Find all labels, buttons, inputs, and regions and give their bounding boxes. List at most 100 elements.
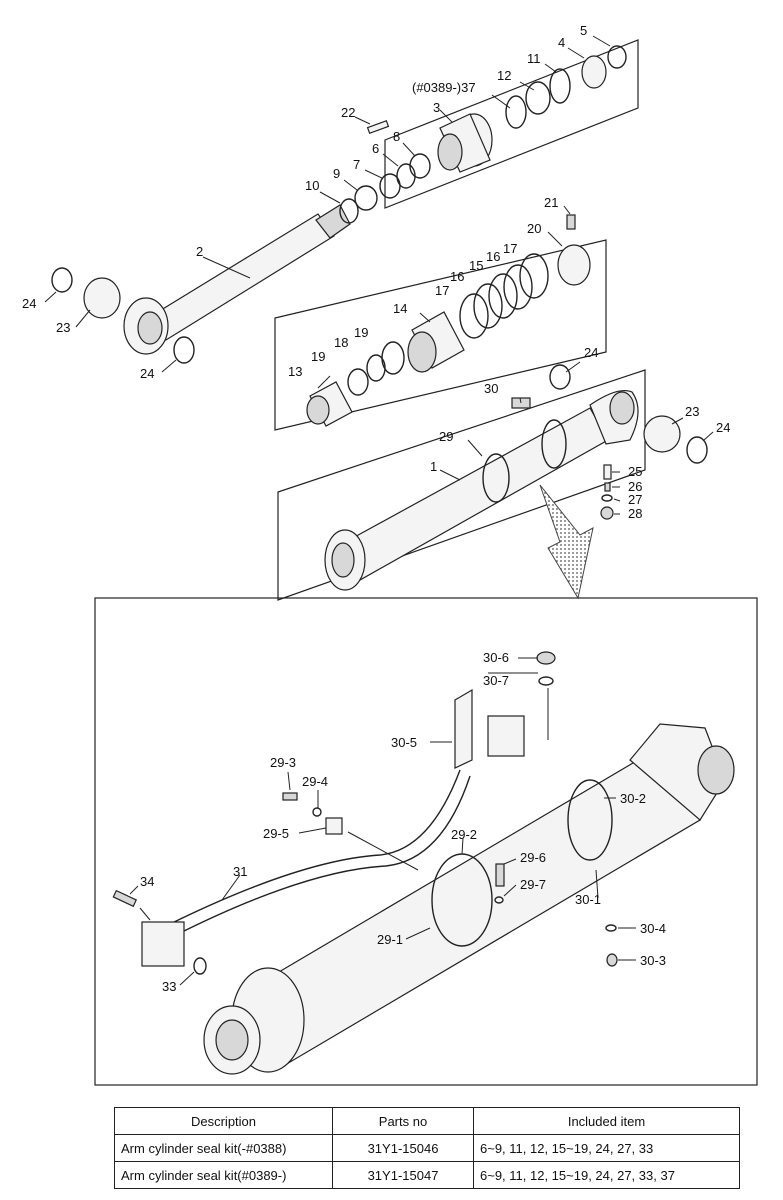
callout-30: 30 xyxy=(484,381,498,396)
detail-bolt-29-6 xyxy=(495,863,505,887)
bushing-13 xyxy=(306,381,353,427)
callout-4: 4 xyxy=(558,35,565,50)
piston-14 xyxy=(407,311,465,373)
callout-17a: 17 xyxy=(503,241,517,256)
callout-30-5: 30-5 xyxy=(391,735,417,750)
callout-16b: 16 xyxy=(450,269,464,284)
callout-27: 27 xyxy=(628,492,642,507)
detail-plate xyxy=(454,688,473,769)
cell-included-item: 6~9, 11, 12, 15~19, 24, 27, 33 xyxy=(473,1134,740,1162)
detail-washer-30-4 xyxy=(605,924,617,932)
cell-parts-no: 31Y1-15047 xyxy=(332,1161,474,1189)
detail-bolt-30-3 xyxy=(606,953,618,967)
callout-29-5: 29-5 xyxy=(263,826,289,841)
ring-9 xyxy=(354,185,378,211)
callout-24a: 24 xyxy=(22,296,36,311)
ring-17b xyxy=(459,293,489,339)
ring-15 xyxy=(488,273,518,319)
callout-5: 5 xyxy=(580,23,587,38)
callout-29-2: 29-2 xyxy=(451,827,477,842)
nut-28 xyxy=(600,506,614,520)
detail-oring-33 xyxy=(193,957,207,975)
callout-30-2: 30-2 xyxy=(620,791,646,806)
leader-lines xyxy=(44,35,714,986)
callout-34: 34 xyxy=(140,874,154,889)
callout-29-7: 29-7 xyxy=(520,877,546,892)
callout-23b: 23 xyxy=(685,404,699,419)
callout-24d: 24 xyxy=(716,420,730,435)
ring-17a xyxy=(519,253,549,299)
ring-24-rod xyxy=(173,336,195,364)
table-row: Arm cylinder seal kit(#0389-) 31Y1-15047… xyxy=(114,1161,740,1189)
callout-30-3: 30-3 xyxy=(640,953,666,968)
callout-labels: 1 2 3 4 5 6 7 8 9 10 11 12 (#0389-)37 13… xyxy=(22,23,730,994)
callout-7: 7 xyxy=(353,157,360,172)
table-row: Arm cylinder seal kit(-#0388) 31Y1-15046… xyxy=(114,1134,740,1162)
callout-20: 20 xyxy=(527,221,541,236)
callout-2: 2 xyxy=(196,244,203,259)
callout-6: 6 xyxy=(372,141,379,156)
callout-15: 15 xyxy=(469,258,483,273)
callout-29-4: 29-4 xyxy=(302,774,328,789)
bushing-23-left xyxy=(83,277,121,319)
bushing-4 xyxy=(581,55,607,89)
detail-block-29-5 xyxy=(325,817,343,835)
clamp-29 xyxy=(482,453,510,503)
callout-12: 12 xyxy=(497,68,511,83)
ring-27 xyxy=(601,494,613,502)
callout-24c: 24 xyxy=(584,345,598,360)
frame-tube-assembly xyxy=(277,369,646,601)
callout-29-3: 29-3 xyxy=(270,755,296,770)
detail-washer-30-7 xyxy=(538,676,554,686)
callout-11: 11 xyxy=(527,51,541,66)
detail-bolt-29-3 xyxy=(282,792,298,801)
cell-parts-no: 31Y1-15046 xyxy=(332,1134,474,1162)
detail-washer-29-7 xyxy=(494,896,504,904)
arm-cylinder-exploded-diagram: 1 2 3 4 5 6 7 8 9 10 11 12 (#0389-)37 13… xyxy=(22,23,758,1086)
detail-flange-34 xyxy=(141,921,185,967)
detail-nut-30-6 xyxy=(536,651,556,665)
ring-12 xyxy=(525,81,551,115)
callout-23a: 23 xyxy=(56,320,70,335)
callout-30-6: 30-6 xyxy=(483,650,509,665)
detail-arrow xyxy=(539,484,594,600)
callout-37: (#0389-)37 xyxy=(412,80,476,95)
cell-description: Arm cylinder seal kit(-#0388) xyxy=(114,1134,333,1162)
callout-29-1: 29-1 xyxy=(377,932,403,947)
bolt-22 xyxy=(366,119,390,135)
callout-30-7: 30-7 xyxy=(483,673,509,688)
callout-26: 26 xyxy=(628,479,642,494)
callout-9: 9 xyxy=(333,166,340,181)
callout-13: 13 xyxy=(288,364,302,379)
ring-18 xyxy=(366,354,386,382)
ring-24-tube xyxy=(549,364,571,390)
callout-24b: 24 xyxy=(140,366,154,381)
callout-30-1: 30-1 xyxy=(575,892,601,907)
header-included-item: Included item xyxy=(473,1107,740,1135)
cylinder-tube xyxy=(324,389,639,591)
callout-29: 29 xyxy=(439,429,453,444)
callout-10: 10 xyxy=(305,178,319,193)
callout-19a: 19 xyxy=(354,325,368,340)
callout-14: 14 xyxy=(393,301,407,316)
callout-19b: 19 xyxy=(311,349,325,364)
ring-7 xyxy=(379,173,401,199)
ring-5 xyxy=(607,45,627,69)
screw-21 xyxy=(566,214,576,230)
ring-8 xyxy=(409,153,431,179)
callout-22: 22 xyxy=(341,105,355,120)
callout-1: 1 xyxy=(430,459,437,474)
detail-washer-29-4 xyxy=(312,807,322,817)
bushing-23-right xyxy=(643,415,681,453)
detail-pipe-31 xyxy=(167,769,471,936)
callout-16a: 16 xyxy=(486,249,500,264)
header-description: Description xyxy=(114,1107,333,1135)
screw-26 xyxy=(604,482,611,492)
ring-11 xyxy=(549,68,571,104)
callout-17b: 17 xyxy=(435,283,449,298)
ring-16a xyxy=(503,264,533,310)
nut-20 xyxy=(557,244,591,286)
callout-8: 8 xyxy=(393,129,400,144)
callout-29-6: 29-6 xyxy=(520,850,546,865)
ring-24-right xyxy=(686,436,708,464)
